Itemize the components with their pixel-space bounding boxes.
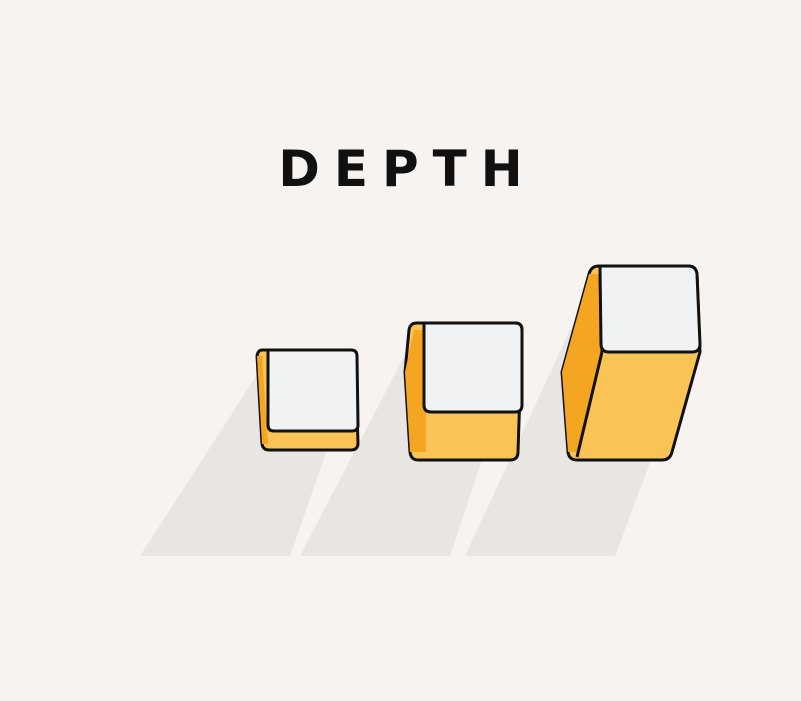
depth-block-small <box>255 348 360 452</box>
depth-block-large <box>560 264 702 462</box>
depth-title: DEPTH <box>278 140 537 198</box>
depth-block-medium <box>403 321 524 462</box>
